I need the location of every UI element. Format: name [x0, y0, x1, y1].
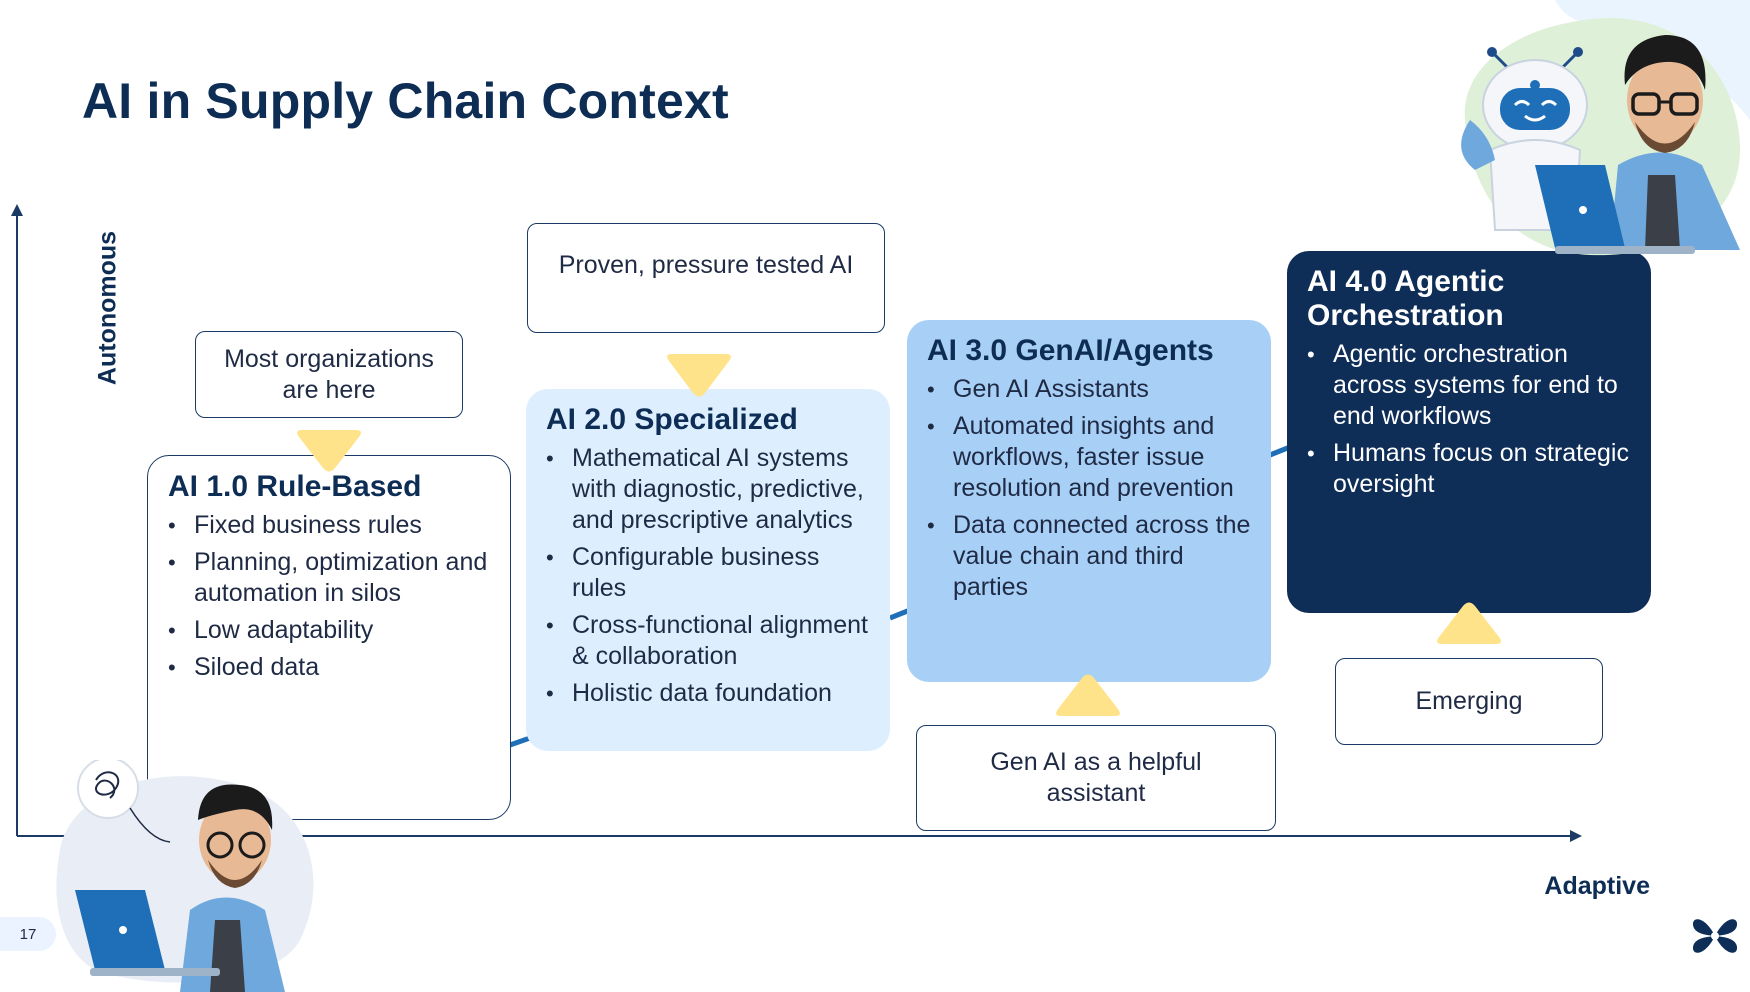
stage-bullet: Low adaptability — [168, 615, 490, 646]
stage-bullet: Configurable business rules — [546, 542, 870, 604]
stage-title: AI 1.0 Rule-Based — [168, 470, 422, 503]
x-axis-label: Adaptive — [1544, 872, 1650, 900]
stage-bullet: Siloed data — [168, 652, 490, 683]
callout-gen-ai-assistant: Gen AI as a helpful assistant — [916, 725, 1276, 831]
stage-bullets: Agentic orchestration across systems for… — [1307, 339, 1631, 500]
page-number: 17 — [0, 917, 56, 951]
stage-bullet: Humans focus on strategic oversight — [1307, 438, 1631, 500]
stage-bullet: Data connected across the value chain an… — [927, 510, 1251, 603]
brand-logo-icon — [1692, 919, 1738, 953]
callout-most-organizations: Most organizations are here — [195, 331, 463, 418]
stage-title: AI 3.0 GenAI/Agents — [927, 334, 1214, 367]
callout-emerging: Emerging — [1335, 658, 1603, 745]
stage-bullets: Mathematical AI systems with diagnostic,… — [546, 443, 870, 709]
callout-proven-ai: Proven, pressure tested AI — [527, 223, 885, 333]
stage-bullet: Holistic data foundation — [546, 678, 870, 709]
arrow-up-emerging — [1437, 602, 1501, 644]
stage-title: AI 2.0 Specialized — [546, 403, 798, 436]
stage-card-ai-3: AI 3.0 GenAI/Agents Gen AI Assistants Au… — [907, 320, 1271, 682]
stage-bullet: Automated insights and workflows, faster… — [927, 411, 1251, 504]
arrow-down-proven — [667, 354, 731, 397]
stage-bullet: Fixed business rules — [168, 510, 490, 541]
stage-card-ai-4: AI 4.0 Agentic Orchestration Agentic orc… — [1287, 251, 1651, 613]
stage-bullet: Gen AI Assistants — [927, 374, 1251, 405]
stage-bullets: Fixed business rules Planning, optimizat… — [168, 510, 490, 683]
stage-title: AI 4.0 Agentic Orchestration — [1307, 265, 1505, 332]
stage-bullet: Mathematical AI systems with diagnostic,… — [546, 443, 870, 536]
slide-title: AI in Supply Chain Context — [82, 73, 729, 129]
stage-card-ai-1: AI 1.0 Rule-Based Fixed business rules P… — [147, 455, 511, 820]
confused-person-illustration — [56, 760, 314, 992]
stage-bullets: Gen AI Assistants Automated insights and… — [927, 374, 1251, 603]
stage-bullet: Agentic orchestration across systems for… — [1307, 339, 1631, 432]
arrow-down-most-orgs — [297, 430, 361, 472]
stage-card-ai-2: AI 2.0 Specialized Mathematical AI syste… — [526, 389, 890, 751]
arrow-up-gen-ai — [1056, 674, 1120, 716]
robot-and-person-illustration — [1461, 18, 1740, 256]
stage-bullet: Cross-functional alignment & collaborati… — [546, 610, 870, 672]
stage-bullet: Planning, optimization and automation in… — [168, 547, 490, 609]
